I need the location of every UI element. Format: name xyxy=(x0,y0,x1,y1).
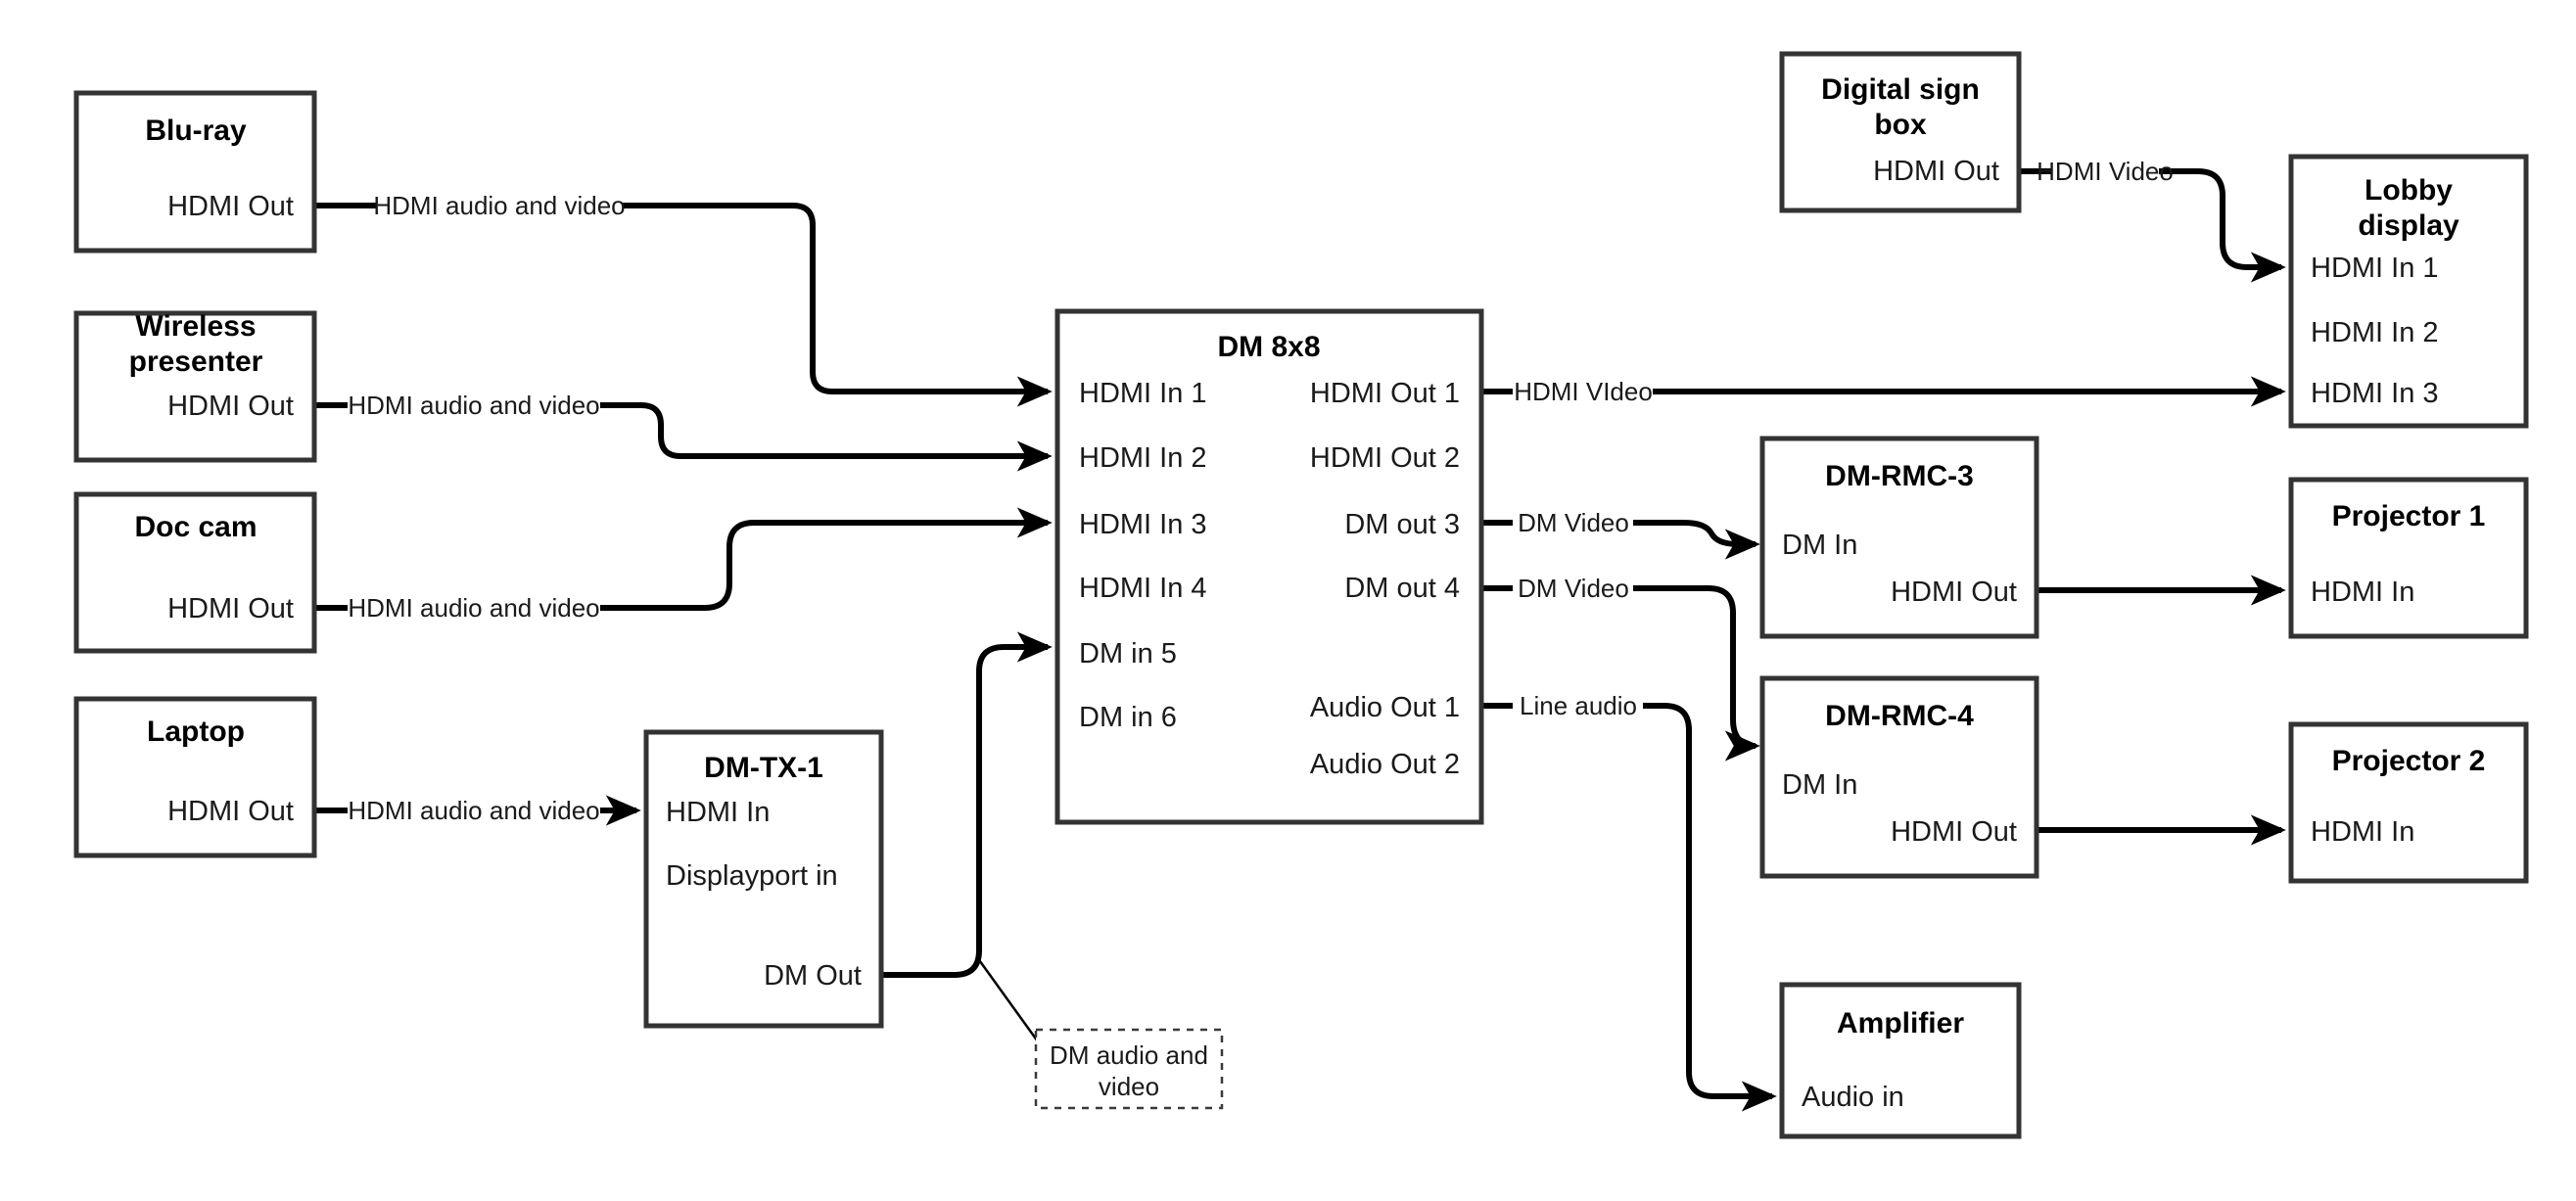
node-doc-cam[interactable]: Doc cam HDMI Out xyxy=(73,491,317,654)
doc-cam-title: Doc cam xyxy=(134,511,257,543)
callout-text-line1: DM audio and xyxy=(1050,1040,1208,1070)
edge-label-line-audio: Line audio xyxy=(1520,691,1637,720)
node-dm-rmc-4[interactable]: DM-RMC-4 DM In HDMI Out xyxy=(1759,675,2039,879)
node-amplifier[interactable]: Amplifier Audio in xyxy=(1779,982,2022,1139)
wire-dm8x8-dmout4-to-rmc4 xyxy=(1481,585,1760,762)
dm-8x8-output-3: DM out 3 xyxy=(1344,509,1460,540)
bluray-port-hdmi-out: HDMI Out xyxy=(167,191,294,222)
dm-rmc-3-port-dm-in: DM In xyxy=(1782,530,1857,561)
node-dm-rmc-3[interactable]: DM-RMC-3 DM In HDMI Out xyxy=(1759,436,2039,639)
dm-rmc-4-port-dm-in: DM In xyxy=(1782,769,1857,801)
projector-1-port-hdmi-in: HDMI In xyxy=(2311,577,2414,608)
dm-rmc-4-title: DM-RMC-4 xyxy=(1825,700,1974,732)
dm-8x8-output-6: Audio Out 2 xyxy=(1310,749,1460,780)
node-projector-1[interactable]: Projector 1 HDMI In xyxy=(2288,477,2529,639)
laptop-title: Laptop xyxy=(147,716,245,748)
lobby-display-title-line1: Lobby xyxy=(2365,174,2453,207)
amplifier-box[interactable] xyxy=(1779,982,2022,1139)
callout-box xyxy=(1034,1028,1224,1110)
digital-sign-title-line1: Digital sign xyxy=(1821,73,1980,106)
bluray-box[interactable] xyxy=(73,90,317,254)
dm-8x8-output-5: Audio Out 1 xyxy=(1310,692,1460,723)
projector-2-title: Projector 2 xyxy=(2332,745,2486,777)
projector-2-port-hdmi-in: HDMI In xyxy=(2311,816,2414,848)
dm-tx-1-box[interactable] xyxy=(643,729,884,1029)
wire-bluray-to-dm8x8-in1 xyxy=(314,203,1053,407)
wire-dm8x8-audioout1-to-amplifier xyxy=(1481,703,1777,1112)
callout-dm-audio-and-video: DM audio and video xyxy=(1034,1028,1224,1110)
lobby-display-port-in-1: HDMI In 1 xyxy=(2311,253,2439,284)
dm-8x8-input-6: DM in 6 xyxy=(1079,702,1177,733)
dm-8x8-input-3: HDMI In 3 xyxy=(1079,509,1207,540)
amplifier-port-audio-in: Audio in xyxy=(1802,1082,1904,1113)
edge-label-bluray: HDMI audio and video xyxy=(373,191,625,220)
dm-8x8-input-2: HDMI In 2 xyxy=(1079,442,1207,474)
dm-8x8-input-4: HDMI In 4 xyxy=(1079,573,1207,604)
edge-label-dm-video-3: DM Video xyxy=(1518,508,1629,537)
amplifier-title: Amplifier xyxy=(1837,1007,1964,1039)
dm-tx-1-port-dm-out: DM Out xyxy=(764,960,862,992)
laptop-port-hdmi-out: HDMI Out xyxy=(167,796,294,827)
node-dm-8x8[interactable]: DM 8x8 HDMI In 1 HDMI In 2 HDMI In 3 HDM… xyxy=(1054,308,1484,825)
callout-text-line2: video xyxy=(1099,1072,1159,1101)
dm-tx-1-title: DM-TX-1 xyxy=(704,752,823,784)
lobby-display-title-line2: display xyxy=(2358,209,2459,242)
digital-sign-title-line2: box xyxy=(1874,109,1927,141)
dm-8x8-output-2: HDMI Out 2 xyxy=(1310,442,1460,474)
wireless-presenter-box[interactable] xyxy=(73,310,317,463)
wireless-presenter-port-hdmi-out: HDMI Out xyxy=(167,391,294,422)
wire-digitalsign-to-lobby-in1 xyxy=(2019,168,2286,283)
wireless-presenter-title-line1: Wireless xyxy=(135,310,256,343)
wire-dm8x8-dmout3-to-rmc3 xyxy=(1481,520,1760,560)
dm-8x8-output-4: DM out 4 xyxy=(1344,573,1460,604)
edge-label-hdmi-video-lobby: HDMI VIdeo xyxy=(1514,377,1653,406)
dm-rmc-3-port-hdmi-out: HDMI Out xyxy=(1891,577,2017,608)
dm-tx-1-port-displayport-in: Displayport in xyxy=(666,860,838,892)
wire-dmtx1-to-dm8x8-in5 xyxy=(881,631,1053,978)
node-laptop[interactable]: Laptop HDMI Out xyxy=(73,696,317,858)
lobby-display-port-in-2: HDMI In 2 xyxy=(2311,317,2439,348)
edge-label-laptop: HDMI audio and video xyxy=(348,796,599,825)
node-dm-tx-1[interactable]: DM-TX-1 HDMI In Displayport in DM Out xyxy=(643,729,884,1029)
node-projector-2[interactable]: Projector 2 HDMI In xyxy=(2288,721,2529,884)
dm-8x8-input-5: DM in 5 xyxy=(1079,638,1177,670)
node-lobby-display[interactable]: Lobby display HDMI In 1 HDMI In 2 HDMI I… xyxy=(2288,154,2529,429)
lobby-display-port-in-3: HDMI In 3 xyxy=(2311,378,2439,409)
lobby-display-box[interactable] xyxy=(2288,154,2529,429)
dm-rmc-3-title: DM-RMC-3 xyxy=(1825,460,1974,492)
dm-rmc-3-box[interactable] xyxy=(1759,436,2039,639)
digital-sign-port-hdmi-out: HDMI Out xyxy=(1873,156,1999,187)
node-wireless-presenter[interactable]: Wireless presenter HDMI Out xyxy=(73,310,317,463)
dm-8x8-title: DM 8x8 xyxy=(1217,331,1320,363)
bluray-title: Blu-ray xyxy=(145,115,247,147)
edge-label-wireless: HDMI audio and video xyxy=(348,391,599,420)
edge-label-hdmi-video-sign: HDMI Video xyxy=(2037,157,2174,186)
doc-cam-port-hdmi-out: HDMI Out xyxy=(167,593,294,624)
edge-label-doccam: HDMI audio and video xyxy=(348,593,599,623)
doc-cam-box[interactable] xyxy=(73,491,317,654)
laptop-box[interactable] xyxy=(73,696,317,858)
wire-wireless-to-dm8x8-in2 xyxy=(314,402,1053,472)
projector-1-title: Projector 1 xyxy=(2332,500,2486,532)
dm-tx-1-port-hdmi-in: HDMI In xyxy=(666,797,770,828)
wire-doccam-to-dm8x8-in3 xyxy=(314,507,1053,611)
dm-rmc-4-box[interactable] xyxy=(1759,675,2039,879)
dm-8x8-output-1: HDMI Out 1 xyxy=(1310,378,1460,409)
node-digital-sign-box[interactable]: Digital sign box HDMI Out xyxy=(1779,51,2022,213)
edge-label-dm-video-4: DM Video xyxy=(1518,574,1629,603)
projector-2-box[interactable] xyxy=(2288,721,2529,884)
wireless-presenter-title-line2: presenter xyxy=(129,346,263,378)
digital-sign-box[interactable] xyxy=(1779,51,2022,213)
dm-8x8-box[interactable] xyxy=(1054,308,1484,825)
dm-rmc-4-port-hdmi-out: HDMI Out xyxy=(1891,816,2017,848)
node-bluray[interactable]: Blu-ray HDMI Out xyxy=(73,90,317,254)
projector-1-box[interactable] xyxy=(2288,477,2529,639)
dm-8x8-input-1: HDMI In 1 xyxy=(1079,378,1207,409)
